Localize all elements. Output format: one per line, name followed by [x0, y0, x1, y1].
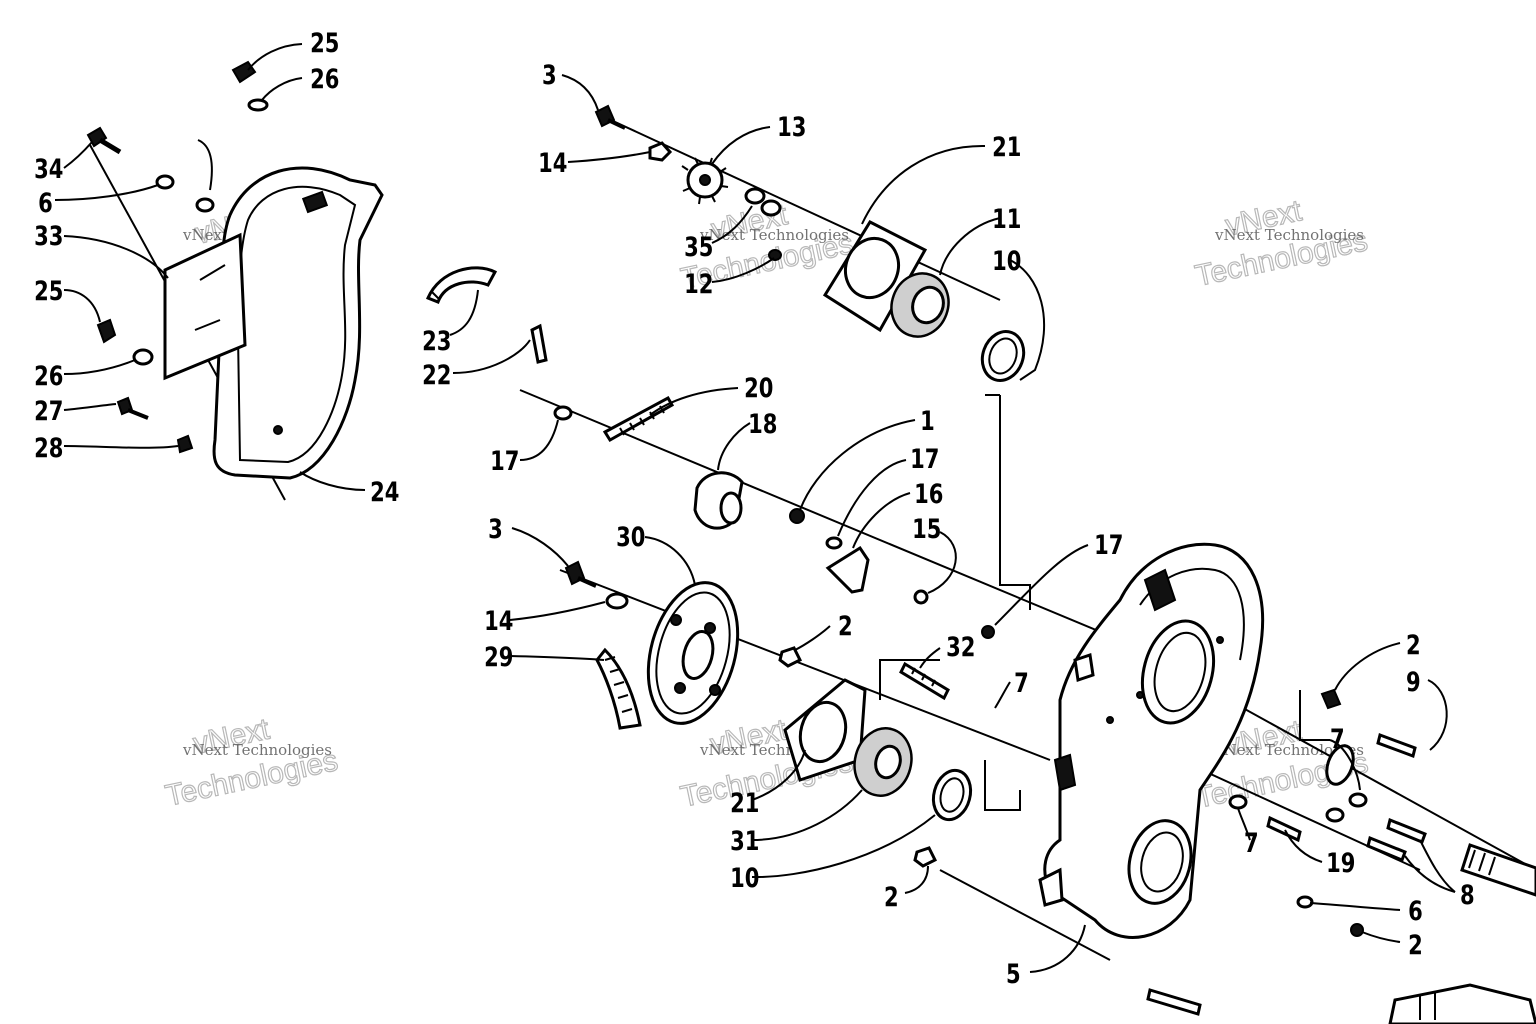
- cover-gasket: [163, 232, 247, 381]
- callout-16: 16: [914, 478, 943, 509]
- right-side-hardware: [1146, 688, 1536, 1024]
- callout-10: 10: [992, 245, 1021, 276]
- callout-17: 17: [490, 445, 519, 476]
- callout-2: 2: [884, 881, 899, 912]
- callout-17: 17: [1094, 529, 1123, 560]
- callout-25: 25: [34, 275, 63, 306]
- callout-2: 2: [1408, 929, 1423, 960]
- callout-30: 30: [616, 521, 645, 552]
- callout-11: 11: [992, 203, 1021, 234]
- callout-8: 8: [1460, 879, 1475, 910]
- callout-24: 24: [370, 476, 399, 507]
- callout-13: 13: [777, 111, 806, 142]
- middle-tensioner-parts: [426, 266, 995, 701]
- lower-drive-parts: [564, 560, 973, 868]
- callout-5: 5: [1006, 958, 1021, 989]
- callout-labels: 25 26 34 6 33 25 26 27 28 24 3 14 13 35 …: [34, 27, 1475, 989]
- callout-29: 29: [484, 641, 513, 672]
- callout-19: 19: [1326, 847, 1355, 878]
- callout-28: 28: [34, 432, 63, 463]
- callout-9: 9: [1406, 666, 1421, 697]
- callout-22: 22: [422, 359, 451, 390]
- callout-17: 17: [910, 443, 939, 474]
- callout-2: 2: [1406, 629, 1421, 660]
- callout-31: 31: [730, 825, 759, 856]
- callout-7: 7: [1330, 723, 1345, 754]
- callout-25: 25: [310, 27, 339, 58]
- chaincase-cover: [212, 166, 384, 480]
- callout-7: 7: [1244, 827, 1259, 858]
- callout-26: 26: [310, 63, 339, 94]
- callout-21: 21: [730, 787, 759, 818]
- callout-21: 21: [992, 131, 1021, 162]
- callout-33: 33: [34, 220, 63, 251]
- svg-text:vNext Technologies: vNext Technologies: [699, 226, 849, 244]
- callout-35: 35: [684, 231, 713, 262]
- callout-2: 2: [838, 610, 853, 641]
- callout-3: 3: [542, 59, 557, 90]
- callout-14: 14: [484, 605, 513, 636]
- callout-23: 23: [422, 325, 451, 356]
- callout-12: 12: [684, 268, 713, 299]
- callout-26: 26: [34, 360, 63, 391]
- upper-shaft-parts: [594, 104, 1026, 382]
- callout-15: 15: [912, 513, 941, 544]
- watermark-bottom-left: vNext Technologies vNext Technologies: [162, 712, 341, 813]
- chaincase-housing: [1038, 542, 1265, 939]
- callout-20: 20: [744, 372, 773, 403]
- leader-lines: [54, 43, 1456, 973]
- callout-14: 14: [538, 147, 567, 178]
- callout-27: 27: [34, 395, 63, 426]
- callout-10: 10: [730, 862, 759, 893]
- callout-18: 18: [748, 408, 777, 439]
- svg-text:vNext Technologies: vNext Technologies: [182, 741, 332, 759]
- cover-hardware: [86, 60, 269, 454]
- callout-34: 34: [34, 153, 63, 184]
- svg-text:vNext Technologies: vNext Technologies: [1214, 226, 1364, 244]
- callout-3: 3: [488, 513, 503, 544]
- callout-7: 7: [1014, 667, 1029, 698]
- callout-32: 32: [946, 631, 975, 662]
- callout-6: 6: [38, 187, 53, 218]
- callout-6: 6: [1408, 895, 1423, 926]
- watermark-top-right: vNext Technologies vNext Technologies: [1192, 194, 1371, 294]
- callout-1: 1: [920, 405, 935, 436]
